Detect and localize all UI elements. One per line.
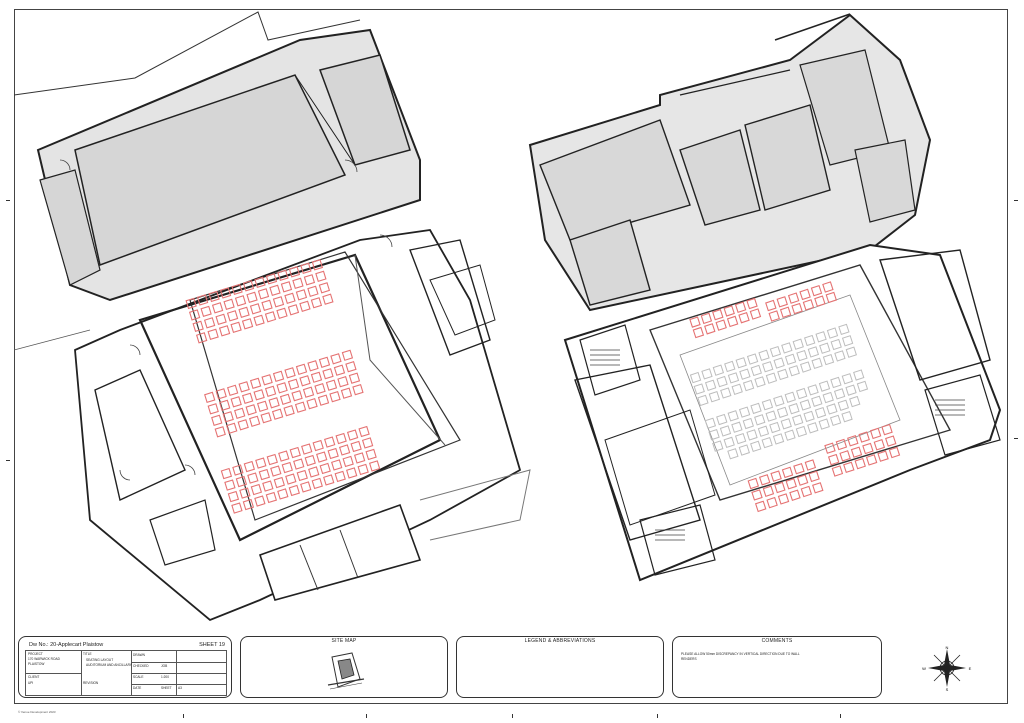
- compass-south: S: [946, 687, 949, 691]
- edge-tick: [6, 460, 10, 461]
- seats-right-red: [689, 281, 901, 513]
- label-revision: REVISION: [83, 681, 99, 685]
- title-line1: SEATING LAYOUT: [86, 658, 114, 662]
- footnote: © Venue Development 2023: [18, 710, 56, 714]
- legend-panel: LEGEND & ABBREVIATIONS: [456, 636, 664, 698]
- seats-right-gray: [689, 323, 869, 460]
- site-map-title: SITE MAP: [331, 638, 357, 644]
- scale-value: 1:200: [161, 675, 169, 679]
- door-swings-left: [59, 159, 393, 481]
- sheet-size: A3: [178, 686, 182, 690]
- site-map-thumbnail: [327, 652, 365, 690]
- left-building: [14, 11, 531, 622]
- edge-tick: [1014, 200, 1018, 201]
- sheet-number: SHEET 19: [199, 642, 225, 648]
- project-name: 170 WARWICK ROAD: [28, 657, 60, 661]
- edge-tick: [366, 714, 367, 718]
- compass-north: N: [946, 645, 949, 650]
- job-label: JOB: [161, 664, 168, 668]
- floor-plan: [14, 11, 1002, 622]
- comments-text-line2: RENDERS: [681, 657, 697, 661]
- label-client: CLIENT: [28, 675, 40, 679]
- edge-tick: [6, 200, 10, 201]
- edge-tick: [657, 714, 658, 718]
- titleblock: Dw No.: 20-Applecart Plaistow SHEET 19 P…: [18, 636, 232, 698]
- comments-panel: COMMENTS PLEASE ALLOW 50mm DISCREPANCY I…: [672, 636, 882, 698]
- edge-tick: [512, 714, 513, 718]
- comments-title: COMMENTS: [761, 638, 793, 644]
- site-map-panel: SITE MAP: [240, 636, 448, 698]
- comments-text-line1: PLEASE ALLOW 50mm DISCREPANCY IN VERTICA…: [681, 652, 800, 656]
- label-scale: SCALE: [133, 675, 144, 679]
- label-date: DATE: [133, 686, 142, 690]
- stairs-right: [590, 349, 965, 541]
- edge-tick: [840, 714, 841, 718]
- label-checked: CHECKED: [133, 664, 149, 668]
- compass-west: W: [922, 666, 926, 671]
- drawing-number: Dw No.: 20-Applecart Plaistow: [29, 642, 104, 648]
- titleblock-grid: PROJECT 170 WARWICK ROAD PLAISTOW CLIENT…: [25, 650, 227, 696]
- auditorium-right: [563, 243, 1002, 582]
- sheet-label: SHEET: [161, 686, 172, 690]
- title-line2: AUDITORIUM AND ANCILLARY: [86, 663, 132, 667]
- upper-rooms-right: [528, 13, 932, 312]
- right-building: [528, 13, 1002, 582]
- sheet-frame: [14, 9, 1008, 704]
- client-name: UPI: [28, 681, 34, 685]
- compass-east: E: [969, 666, 972, 671]
- project-location: PLAISTOW: [28, 662, 45, 666]
- auditorium-left: [74, 229, 531, 622]
- seats-left: [185, 259, 381, 514]
- label-project: PROJECT: [28, 652, 43, 656]
- legend-title: LEGEND & ABBREVIATIONS: [524, 638, 596, 644]
- label-drawn: DRAWN: [133, 653, 145, 657]
- compass-icon: N S E W: [922, 645, 972, 691]
- edge-tick: [1014, 438, 1018, 439]
- upper-rooms-left: [36, 28, 421, 302]
- label-title: TITLE: [83, 652, 92, 656]
- edge-tick: [183, 714, 184, 718]
